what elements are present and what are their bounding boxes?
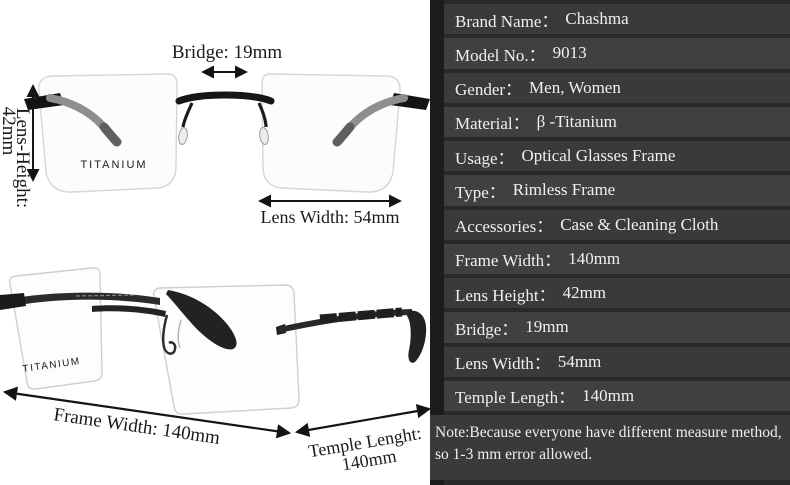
spec-label: Temple Length： (455, 388, 576, 408)
spec-label: Frame Width： (455, 251, 562, 271)
bridge-label: Bridge: 19mm (172, 42, 283, 63)
spec-value: Chashma (565, 9, 629, 29)
spec-value: 140mm (582, 385, 635, 405)
front-view-glasses: TITANIUM (24, 73, 430, 193)
left-temple-tip (99, 122, 122, 147)
right-nosepad (259, 127, 269, 145)
note-line2: so 1-3 mm error allowed. (435, 446, 593, 464)
nosepad-wire (161, 314, 177, 355)
temple-engraving (75, 294, 137, 297)
spec-value: 42mm (562, 283, 607, 303)
side-view-glasses: TITANIUM (0, 267, 427, 415)
spec-label: Brand Name： (455, 11, 559, 31)
note-line1: Note:Because everyone have different mea… (435, 424, 782, 441)
spec-value: Optical Glasses Frame (521, 146, 676, 166)
lens-width-label: Lens Width: 54mm (261, 207, 400, 227)
near-temple-front (92, 305, 166, 317)
right-temple-blocks (319, 307, 403, 324)
front-right-lens (261, 73, 401, 193)
far-temple-bar (2, 292, 160, 308)
spec-value: Case & Cleaning Cloth (560, 214, 719, 234)
spec-row-lens-height: Lens Height： 42mm (444, 278, 790, 309)
spec-value: 9013 (552, 43, 587, 63)
spec-row-frame-width: Frame Width： 140mm (444, 243, 790, 274)
spec-row-temple-length: Temple Length： 140mm (444, 380, 790, 411)
spec-row-brand-name: Brand Name： Chashma (444, 4, 790, 35)
spec-label: Type： (455, 182, 506, 202)
spec-label: Bridge： (455, 319, 519, 339)
spec-label: Lens Height： (455, 285, 556, 305)
spec-label: Accessories： (455, 217, 554, 237)
side-left-hinge (0, 293, 26, 310)
temple-length-arrow (294, 404, 432, 437)
titanium-mark-front: TITANIUM (80, 159, 147, 171)
front-view-annotations: Bridge: 19mm Lens-Height: 42mm Lens Widt… (0, 42, 402, 227)
right-temple-tip-blade (407, 310, 427, 363)
spec-label: Gender： (455, 80, 523, 100)
spec-label: Usage： (455, 148, 515, 168)
spec-value: β -Titanium (536, 111, 617, 131)
spec-row-lens-width: Lens Width： 54mm (444, 346, 790, 377)
lens-height-label-line2: 42mm (0, 107, 19, 156)
spec-label: Material： (455, 114, 530, 134)
spec-row-accessories: Accessories： Case & Cleaning Cloth (444, 209, 790, 240)
measurement-note: Note:Because everyone have different mea… (430, 415, 790, 480)
bridge-bar (175, 91, 275, 105)
near-temple-earhook (166, 290, 237, 350)
spec-row-usage: Usage： Optical Glasses Frame (444, 141, 790, 172)
frame-width-arrow (2, 386, 292, 439)
spec-value: 54mm (557, 351, 602, 371)
spec-value: Men, Women (529, 77, 621, 97)
spec-value: 140mm (568, 248, 621, 268)
spec-value: Rimless Frame (512, 180, 616, 200)
spec-row-bridge: Bridge： 19mm (444, 312, 790, 343)
left-nosepad (178, 127, 188, 145)
spec-label: Model No.： (455, 45, 546, 65)
spec-value: 19mm (525, 317, 569, 337)
spec-row-gender: Gender： Men, Women (444, 72, 790, 103)
left-nosepad-arm (181, 102, 194, 128)
glasses-svg: TITANIUM Bridge: 19mm Lens-Height: 42mm … (0, 42, 432, 474)
lens-height-label-line1: Lens-Height: (12, 108, 33, 208)
spec-panel: Brand Name： Chashma Model No.： 9013 Gend… (430, 0, 790, 485)
spec-row-model-no: Model No.： 9013 (444, 38, 790, 69)
spec-row-type: Type： Rimless Frame (444, 175, 790, 206)
nosepad-wire-far (177, 319, 182, 349)
glasses-illustrations: TITANIUM Bridge: 19mm Lens-Height: 42mm … (0, 42, 432, 474)
spec-label: Lens Width： (455, 354, 551, 374)
right-temple-tip (332, 122, 355, 147)
spec-row-material: Material： β -Titanium (444, 106, 790, 137)
right-nosepad-arm (257, 102, 268, 128)
